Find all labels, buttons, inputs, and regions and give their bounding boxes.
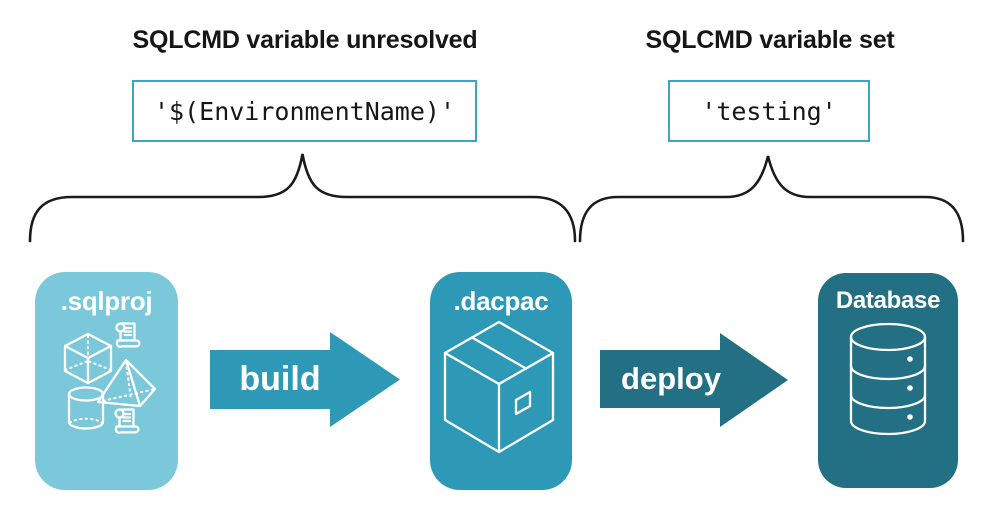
node-dacpac: .dacpac <box>430 272 572 490</box>
code-box-testing-value: 'testing' <box>668 80 870 142</box>
curly-brace-right-icon <box>578 155 965 243</box>
sql-objects-icon <box>63 322 157 434</box>
deploy-arrow-label: deploy <box>621 361 721 396</box>
code-box-environment-variable: '$(EnvironmentName)' <box>132 80 477 142</box>
node-sqlproj: .sqlproj <box>35 272 178 490</box>
pyramid-icon <box>96 358 157 408</box>
script-scroll-icon <box>114 408 140 434</box>
node-database-label: Database <box>835 287 941 314</box>
database-icon <box>849 322 927 436</box>
annotation-heading-set: SQLCMD variable set <box>645 26 895 54</box>
curly-brace-left-icon <box>28 153 577 243</box>
node-sqlproj-label: .sqlproj <box>60 286 153 316</box>
script-scroll-icon <box>115 322 141 348</box>
build-arrow-label: build <box>239 359 321 398</box>
annotation-heading-unresolved: SQLCMD variable unresolved <box>132 26 478 54</box>
node-database: Database <box>818 273 958 488</box>
cube-icon <box>63 332 113 385</box>
cylinder-icon <box>67 386 105 430</box>
code-text-testing-value: 'testing' <box>701 96 837 126</box>
deploy-arrow <box>600 333 788 427</box>
code-text-environment-variable: '$(EnvironmentName)' <box>153 96 456 126</box>
package-icon <box>443 320 555 454</box>
build-arrow <box>210 332 400 427</box>
node-dacpac-label: .dacpac <box>453 286 549 316</box>
